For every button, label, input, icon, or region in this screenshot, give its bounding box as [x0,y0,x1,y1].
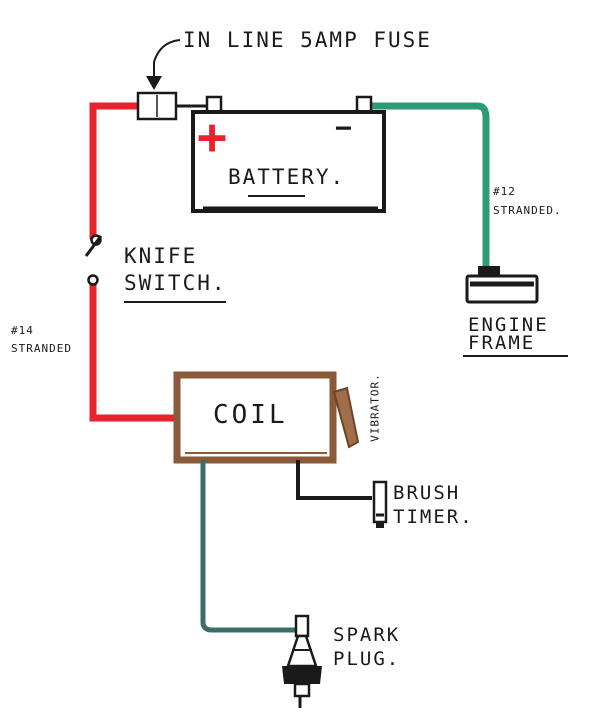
battery-body [191,110,386,213]
battery-terminal-negative [355,95,373,114]
spark-plug-label-line2: PLUG. [333,648,401,670]
positive-wire-upper [89,102,142,242]
knife-switch-blade [84,235,103,257]
battery-negative-symbol: − [335,111,352,144]
ground-wire [362,102,490,278]
battery-positive-symbol: + [197,108,228,166]
brush-timer-label-line1: BRUSH [393,482,461,504]
fuse-pointer-arrowhead [146,76,162,90]
engine-frame-block [465,274,539,304]
brush-timer-label-line2: TIMER. [393,506,474,528]
spark-plug-wire [200,460,296,633]
spark-plug-thread [293,682,311,698]
timer-wire [296,460,372,500]
wire-12-label-line1: #12 [493,185,516,198]
engine-frame-label-line1: ENGINE [468,314,549,336]
spark-plug-body [282,666,322,684]
wire-14-label-line1: #14 [11,324,34,337]
engine-frame-lug [478,266,500,276]
knife-switch-bottom-contact [87,274,99,286]
spark-plug-label-line1: SPARK [333,624,401,646]
positive-wire-lower [89,278,181,422]
battery-label: BATTERY. [228,165,346,189]
fuse-pointer-arrow [153,39,181,84]
vibrator-label: VIBRATOR. [368,373,382,442]
coil-label: COIL [213,400,288,430]
knife-switch-label-line1: KNIFE [124,244,198,268]
wire-12-label-line2: STRANDED. [493,204,562,217]
fuse-label: IN LINE 5AMP FUSE [183,28,432,52]
coil-body [173,371,337,464]
brush-timer-base [376,522,384,528]
vibrator [332,386,360,449]
spark-plug-cap [294,614,310,638]
knife-switch-label-line2: SWITCH. [124,271,227,295]
engine-frame-label-line2: FRAME [468,332,536,354]
wire-14-label-line2: STRANDED [11,342,72,355]
